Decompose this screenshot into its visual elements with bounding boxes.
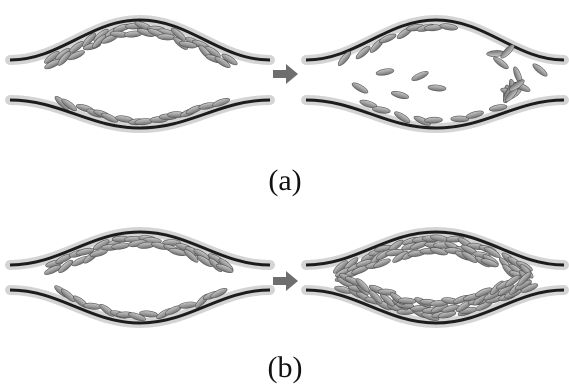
particles-bottom [53, 284, 228, 323]
particles-loose [351, 67, 447, 100]
channel-b-before [10, 232, 270, 323]
process-arrow-b [273, 271, 298, 291]
panel-label-b: (b) [245, 353, 325, 383]
channel-a-after [306, 20, 564, 128]
particle [531, 62, 549, 78]
particles-top [332, 234, 535, 287]
particles-top [43, 235, 235, 277]
particle [428, 84, 446, 92]
particle [376, 67, 395, 76]
channel-b-after [306, 232, 564, 323]
panel-label-a: (a) [245, 166, 325, 196]
particle [351, 81, 370, 95]
particle [391, 90, 410, 100]
process-arrow-a [273, 64, 298, 84]
particle [424, 117, 442, 124]
particles-bottom [334, 270, 539, 322]
channel-a-before [10, 20, 270, 128]
particle [411, 69, 430, 82]
